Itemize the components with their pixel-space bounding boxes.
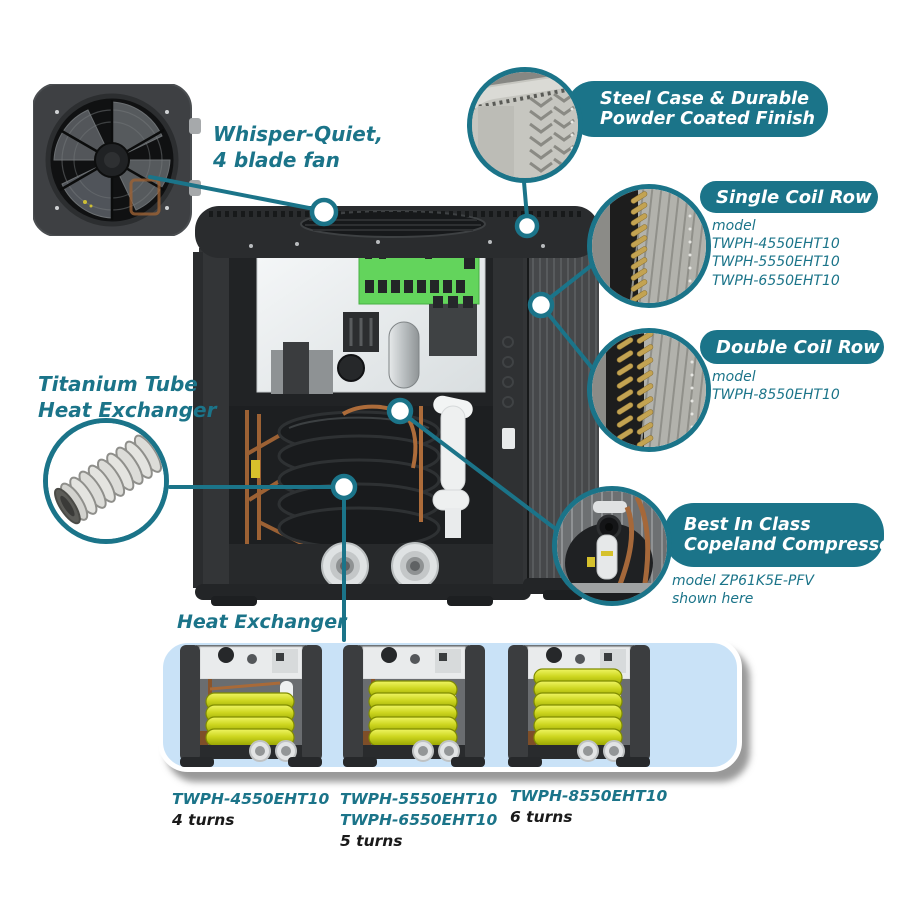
fan-illustration: [33, 84, 201, 236]
unit-left-edge: [193, 252, 203, 588]
steel-case-badge-line1: Steel Case & Durable: [600, 89, 810, 109]
single-coil-model-3: TWPH-6550EHT10: [712, 272, 840, 289]
mini-unit-1: [180, 645, 322, 767]
variant-3-model: TWPH-8550EHT10: [510, 787, 668, 805]
variant-2-model-1: TWPH-5550EHT10: [340, 790, 498, 808]
variant-label-1: TWPH-4550EHT10 4 turns: [172, 789, 329, 831]
titanium-label-line2: Heat Exchanger: [38, 397, 217, 422]
motor-round: [337, 354, 365, 382]
double-coil-inset-art: [592, 333, 706, 447]
variant-1-model: TWPH-4550EHT10: [172, 790, 330, 808]
unit-foot-left: [211, 596, 257, 606]
titanium-tube: [54, 434, 162, 525]
single-coil-model-1: TWPH-4550EHT10: [712, 236, 840, 253]
compressor-inset-art: [557, 491, 667, 601]
steel-case-inset-art: [472, 72, 578, 178]
variant-label-2: TWPH-5550EHT10 TWPH-6550EHT10 5 turns: [340, 789, 497, 852]
fan-label: Whisper-Quiet, 4 blade fan: [213, 122, 383, 173]
black-coil: [277, 410, 441, 550]
single-coil-models: model TWPH-4550EHT10 TWPH-5550EHT10 TWPH…: [712, 217, 840, 290]
single-coil-model-2: TWPH-5550EHT10: [712, 254, 840, 271]
variant-2-model-2: TWPH-6550EHT10: [340, 810, 498, 829]
unit-foot-right: [447, 596, 493, 606]
variant-label-3: TWPH-8550EHT10 6 turns: [510, 786, 667, 828]
coil-marker: [527, 291, 555, 319]
variant-1-turns: 4 turns: [172, 810, 235, 829]
mini-unit-3: [508, 645, 650, 767]
compressor-badge-line1: Best In Class: [684, 515, 811, 535]
double-coil-model-1: TWPH-8550EHT10: [712, 387, 840, 404]
mini-unit-2: [343, 645, 485, 767]
titanium-label-line1: Titanium Tube: [38, 372, 198, 396]
steel-case-marker: [514, 213, 540, 239]
fan-hinge-top: [189, 118, 201, 134]
coil-4-turns: [205, 692, 295, 747]
unit-sticker: [502, 428, 515, 449]
double-coil-model-label: model: [712, 369, 756, 385]
fan-line: [148, 175, 316, 211]
double-coil-inset: [587, 328, 711, 452]
single-coil-badge-label: Single Coil Row: [716, 186, 872, 208]
fan-marker: [309, 197, 339, 227]
titanium-tube-inset: [43, 418, 169, 544]
heat-exchanger-label-text: Heat Exchanger: [177, 611, 347, 633]
double-coil-line: [539, 303, 599, 376]
variant-2-turns: 5 turns: [340, 831, 403, 850]
compressor-base-pipe: [557, 583, 667, 595]
compressor-line: [398, 409, 559, 532]
coil-6-turns: [533, 668, 623, 747]
single-coil-inset: [587, 184, 711, 308]
double-coil-badge: Double Coil Row: [700, 330, 884, 364]
compressor-cylinder: [596, 534, 618, 580]
compressor-marker: [386, 397, 414, 425]
heat-exchanger-panel: [158, 638, 742, 772]
fan-copper-detail: [129, 178, 161, 216]
double-coil-badge-label: Double Coil Row: [716, 336, 880, 358]
steel-case-badge: Steel Case & Durable Powder Coated Finis…: [566, 81, 828, 137]
compressor-inset: [552, 486, 672, 606]
compressor-badge: Best In Class Copeland Compressor: [664, 503, 900, 567]
steel-case-line: [522, 180, 529, 219]
compressor-badge-line2: Copeland Compressor: [684, 535, 900, 555]
titanium-label: Titanium Tube Heat Exchanger: [38, 372, 216, 423]
compressor-models: model ZP61K5E-PFV shown here: [672, 572, 814, 608]
single-pin-row: [630, 191, 648, 303]
single-coil-model-label: model: [712, 218, 756, 234]
contactor-2: [429, 304, 477, 356]
txv-yellow: [251, 460, 260, 478]
heat-exchanger-label: Heat Exchanger: [177, 610, 347, 634]
capacitor: [388, 321, 420, 389]
fan-screws: [55, 110, 169, 210]
steel-case-inset: [467, 67, 583, 183]
compressor-copper-pipes: [616, 495, 651, 596]
fan-label-line1: Whisper-Quiet,: [213, 122, 383, 146]
cap-screws: [249, 240, 545, 248]
unit-knockouts: [502, 336, 514, 408]
compressor-model-line1: model ZP61K5E-PFV: [672, 573, 814, 589]
single-coil-inset-art: [592, 189, 706, 303]
coil-5-turns: [368, 680, 458, 747]
compressor-model-line2: shown here: [672, 591, 754, 608]
double-pin-rows: [616, 333, 654, 447]
unit-corner-pillar: [493, 248, 523, 592]
unit-base: [195, 584, 531, 600]
titanium-marker: [330, 473, 358, 501]
single-coil-badge: Single Coil Row: [700, 181, 878, 213]
fan-label-line2: 4 blade fan: [213, 147, 340, 172]
titanium-tube-inset-art: [48, 423, 164, 539]
variant-3-turns: 6 turns: [510, 807, 573, 826]
steel-case-badge-line2: Powder Coated Finish: [600, 109, 815, 129]
double-coil-models: model TWPH-8550EHT10: [712, 368, 840, 404]
compressor-mount: [593, 501, 627, 513]
